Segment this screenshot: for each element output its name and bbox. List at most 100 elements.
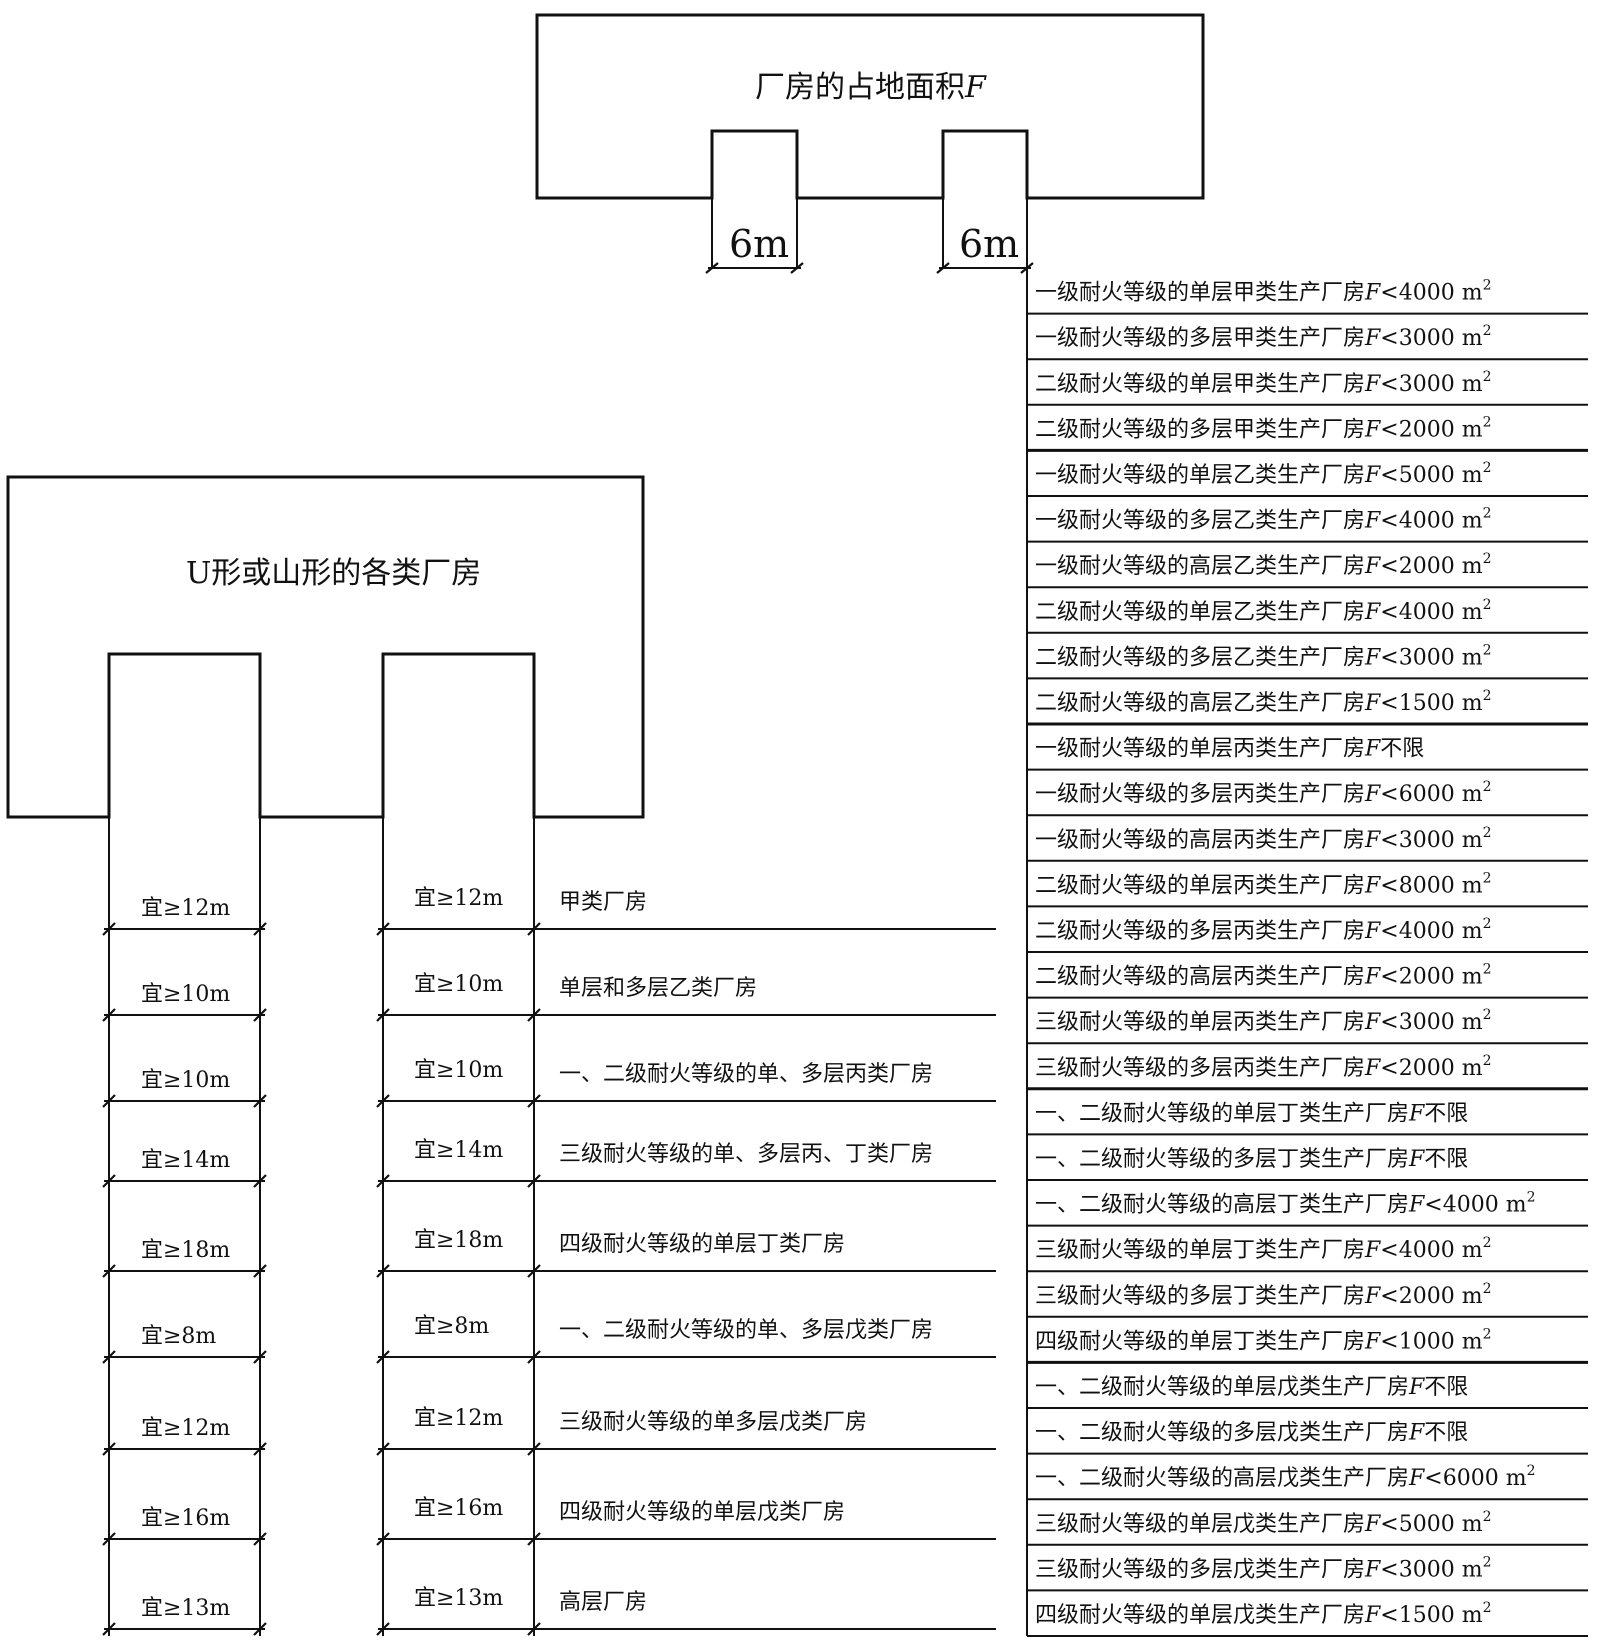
dim-tick: [253, 1442, 267, 1456]
top-building-outline: [535, 13, 1205, 200]
dim-tick: [102, 922, 116, 936]
dim-tick: [376, 1622, 390, 1636]
category-label: 一、二级耐火等级的单、多层丙类厂房: [559, 1062, 933, 1087]
dim-tick: [102, 1174, 116, 1188]
area-rule: 一、二级耐火等级的单层戊类生产厂房F不限: [1035, 1375, 1468, 1400]
dim-tick: [102, 1622, 116, 1636]
left-gap-label: 宜≥16m: [141, 1506, 230, 1531]
left-gap-label: 宜≥12m: [141, 1416, 230, 1441]
dim-tick: [527, 1008, 541, 1022]
category-label: 单层和多层乙类厂房: [559, 976, 757, 1001]
dim-tick: [102, 1264, 116, 1278]
top-gap-label-right: 6m: [959, 222, 1019, 266]
dim-tick: [253, 1622, 267, 1636]
area-rule: 一级耐火等级的单层丙类生产厂房F不限: [1035, 737, 1424, 762]
left-gap-label: 宜≥14m: [141, 1148, 230, 1173]
dim-tick: [102, 1532, 116, 1546]
area-rule: 一、二级耐火等级的高层戊类生产厂房F<6000 m2: [1035, 1463, 1535, 1491]
area-rule: 二级耐火等级的多层甲类生产厂房F<2000 m2: [1035, 414, 1491, 442]
dim-tick: [376, 1264, 390, 1278]
right-gap-label: 宜≥13m: [414, 1586, 503, 1611]
dim-tick: [527, 1442, 541, 1456]
area-rule: 一级耐火等级的多层丙类生产厂房F<6000 m2: [1035, 779, 1491, 807]
dim-tick: [253, 1174, 267, 1188]
category-label: 四级耐火等级的单层戊类厂房: [559, 1500, 845, 1525]
area-rule: 二级耐火等级的多层乙类生产厂房F<3000 m2: [1035, 642, 1491, 670]
area-rule: 一级耐火等级的高层丙类生产厂房F<3000 m2: [1035, 825, 1491, 853]
area-rule: 三级耐火等级的多层丁类生产厂房F<2000 m2: [1035, 1281, 1491, 1309]
area-rule: 二级耐火等级的单层丙类生产厂房F<8000 m2: [1035, 870, 1491, 898]
dim-tick: [527, 1094, 541, 1108]
category-label: 甲类厂房: [559, 890, 647, 915]
dim-tick: [102, 1094, 116, 1108]
area-rule: 三级耐火等级的单层戊类生产厂房F<5000 m2: [1035, 1509, 1491, 1537]
right-gap-label: 宜≥12m: [414, 1406, 503, 1431]
category-label: 三级耐火等级的单、多层丙、丁类厂房: [559, 1142, 933, 1167]
left-gap-label: 宜≥10m: [141, 982, 230, 1007]
area-rule: 一级耐火等级的单层乙类生产厂房F<5000 m2: [1035, 460, 1491, 488]
dim-tick: [376, 922, 390, 936]
dim-tick: [376, 1442, 390, 1456]
dim-tick: [376, 1008, 390, 1022]
right-gap-label: 宜≥18m: [414, 1228, 503, 1253]
dim-tick: [376, 1174, 390, 1188]
area-rule: 三级耐火等级的单层丙类生产厂房F<3000 m2: [1035, 1007, 1491, 1035]
area-rule: 四级耐火等级的单层戊类生产厂房F<1500 m2: [1035, 1600, 1491, 1628]
area-rule: 一、二级耐火等级的多层戊类生产厂房F不限: [1035, 1421, 1468, 1446]
dim-tick: [253, 922, 267, 936]
left-gap-label: 宜≥12m: [141, 896, 230, 921]
right-gap-label: 宜≥12m: [414, 886, 503, 911]
left-gap-label: 宜≥13m: [141, 1596, 230, 1621]
area-rule: 一、二级耐火等级的高层丁类生产厂房F<4000 m2: [1035, 1190, 1535, 1218]
dim-tick: [527, 1174, 541, 1188]
dim-tick: [527, 1264, 541, 1278]
area-rule: 一、二级耐火等级的单层丁类生产厂房F不限: [1035, 1101, 1468, 1126]
left-gap-label: 宜≥8m: [141, 1324, 216, 1349]
dim-tick: [253, 1008, 267, 1022]
dim-tick: [253, 1532, 267, 1546]
area-rule: 三级耐火等级的多层丙类生产厂房F<2000 m2: [1035, 1053, 1491, 1081]
dim-tick: [527, 922, 541, 936]
area-rule: 三级耐火等级的单层丁类生产厂房F<4000 m2: [1035, 1235, 1491, 1263]
area-rule: 一级耐火等级的高层乙类生产厂房F<2000 m2: [1035, 551, 1491, 579]
dim-tick: [376, 1094, 390, 1108]
right-gap-label: 宜≥14m: [414, 1138, 503, 1163]
area-rule: 一、二级耐火等级的多层丁类生产厂房F不限: [1035, 1147, 1468, 1172]
category-label: 四级耐火等级的单层丁类厂房: [559, 1232, 845, 1257]
area-rule: 四级耐火等级的单层丁类生产厂房F<1000 m2: [1035, 1326, 1491, 1354]
top-building-title: 厂房的占地面积F: [755, 70, 987, 105]
dim-tick: [253, 1094, 267, 1108]
dim-tick: [376, 1350, 390, 1364]
dim-tick: [376, 1532, 390, 1546]
area-rule: 一级耐火等级的单层甲类生产厂房F<4000 m2: [1035, 278, 1491, 306]
area-rule: 二级耐火等级的高层乙类生产厂房F<1500 m2: [1035, 688, 1491, 716]
category-label: 三级耐火等级的单多层戊类厂房: [559, 1410, 867, 1435]
right-gap-label: 宜≥8m: [414, 1314, 489, 1339]
left-gap-label: 宜≥18m: [141, 1238, 230, 1263]
dim-tick: [527, 1622, 541, 1636]
category-label: 一、二级耐火等级的单、多层戊类厂房: [559, 1318, 933, 1343]
right-gap-label: 宜≥10m: [414, 972, 503, 997]
dim-tick: [102, 1008, 116, 1022]
top-gap-label-left: 6m: [729, 222, 789, 266]
right-gap-label: 宜≥16m: [414, 1496, 503, 1521]
area-rule: 三级耐火等级的多层戊类生产厂房F<3000 m2: [1035, 1554, 1491, 1582]
dim-tick: [102, 1442, 116, 1456]
area-rule: 一级耐火等级的多层乙类生产厂房F<4000 m2: [1035, 506, 1491, 534]
right-gap-label: 宜≥10m: [414, 1058, 503, 1083]
dim-tick: [527, 1532, 541, 1546]
category-label: 高层厂房: [559, 1590, 647, 1615]
u-building-outline: [6, 475, 645, 819]
u-building-title: U形或山形的各类厂房: [186, 556, 481, 591]
area-rule: 二级耐火等级的高层丙类生产厂房F<2000 m2: [1035, 962, 1491, 990]
area-rule: 二级耐火等级的单层乙类生产厂房F<4000 m2: [1035, 597, 1491, 625]
dim-tick: [102, 1350, 116, 1364]
area-rule: 二级耐火等级的多层丙类生产厂房F<4000 m2: [1035, 916, 1491, 944]
area-rule: 二级耐火等级的单层甲类生产厂房F<3000 m2: [1035, 369, 1491, 397]
dim-tick: [527, 1350, 541, 1364]
area-rule: 一级耐火等级的多层甲类生产厂房F<3000 m2: [1035, 323, 1491, 351]
left-gap-label: 宜≥10m: [141, 1068, 230, 1093]
dim-tick: [253, 1350, 267, 1364]
dim-tick: [253, 1264, 267, 1278]
